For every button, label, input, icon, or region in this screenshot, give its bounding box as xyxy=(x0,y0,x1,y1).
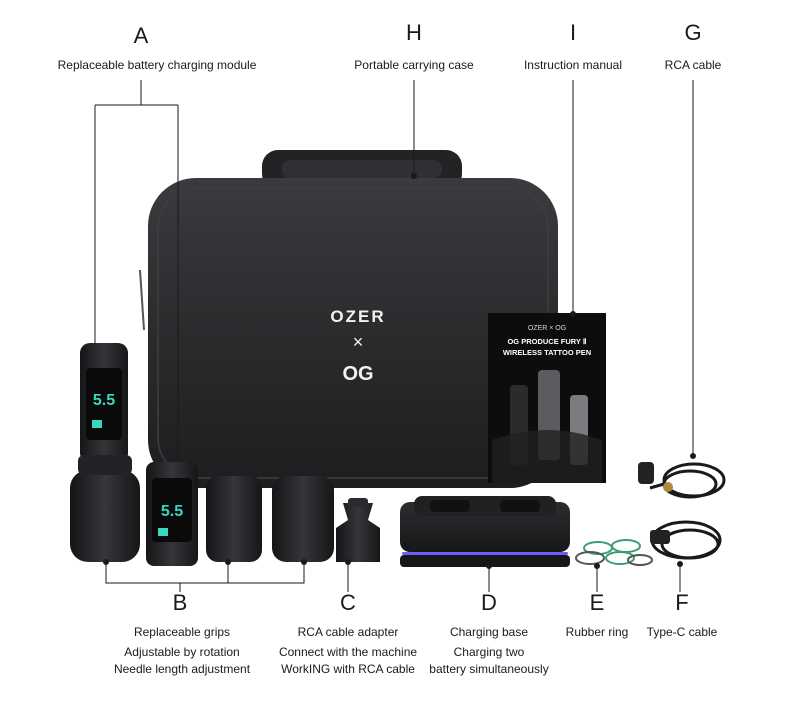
manual-header: OZER × OG xyxy=(528,325,566,332)
manual-title-line2: WIRELESS TATTOO PEN xyxy=(503,348,591,357)
label-carrying-case: Portable carrying case xyxy=(354,58,474,72)
grip-1 xyxy=(206,476,262,562)
letter-i: I xyxy=(569,20,577,45)
tattoo-pen-assembled: 5.5 xyxy=(70,343,140,562)
rca-cable xyxy=(638,462,726,499)
desc-charging-base-line-2: battery simultaneously xyxy=(429,662,549,676)
label-type-c-cable: Type-C cable xyxy=(646,625,718,639)
letter-c: C xyxy=(340,590,356,615)
case-brand: OZER xyxy=(330,307,385,326)
letter-b: B xyxy=(172,590,188,615)
case-logo: OG xyxy=(342,363,373,385)
label-battery-module: Replaceable battery charging module xyxy=(57,58,257,72)
label-charging-base: Charging base xyxy=(449,625,529,639)
manual-title-line1: OG PRODUCE FURY Ⅱ xyxy=(507,337,586,346)
rca-adapter xyxy=(336,498,380,562)
label-rca-adapter: RCA cable adapter xyxy=(297,625,399,639)
pen-display: 5.5 xyxy=(93,392,115,409)
label-instruction-manual: Instruction manual xyxy=(523,58,623,72)
desc-grips: Adjustable by rotation Needle length adj… xyxy=(114,644,250,678)
label-rubber-ring: Rubber ring xyxy=(565,625,629,639)
type-c-cable xyxy=(650,520,722,560)
charging-base xyxy=(400,496,570,567)
battery-module: 5.5 xyxy=(146,462,198,566)
rubber-rings xyxy=(575,539,653,566)
desc-rca-adapter-line-1: Connect with the machine xyxy=(278,645,418,659)
leader-lines xyxy=(94,80,696,592)
letter-g: G xyxy=(684,20,702,45)
battery-display: 5.5 xyxy=(161,503,183,520)
label-rca-cable: RCA cable xyxy=(664,58,722,72)
letter-e: E xyxy=(589,590,605,615)
letter-d: D xyxy=(481,590,497,615)
desc-charging-base-line-1: Charging two xyxy=(453,645,525,659)
grips xyxy=(206,476,334,562)
desc-rca-adapter-line-2: WorkING with RCA cable xyxy=(281,662,415,676)
desc-grips-line-1: Adjustable by rotation xyxy=(124,645,240,659)
case-body xyxy=(148,178,558,488)
desc-grips-line-2: Needle length adjustment xyxy=(113,662,251,676)
letter-h: H xyxy=(406,20,422,45)
letter-a: A xyxy=(133,23,149,48)
instruction-manual: OZER × OG OG PRODUCE FURY Ⅱ WIRELESS TAT… xyxy=(488,313,606,483)
desc-rca-adapter: Connect with the machine WorkING with RC… xyxy=(279,644,417,678)
desc-charging-base: Charging two battery simultaneously xyxy=(429,644,548,678)
grip-2 xyxy=(272,476,334,562)
label-grips: Replaceable grips xyxy=(133,625,231,639)
zipper-pull xyxy=(139,269,145,331)
letter-f: F xyxy=(675,590,689,615)
case-cross: × xyxy=(353,332,364,352)
carrying-case: OZER × OG xyxy=(139,150,558,488)
charging-base-glow xyxy=(402,552,568,555)
